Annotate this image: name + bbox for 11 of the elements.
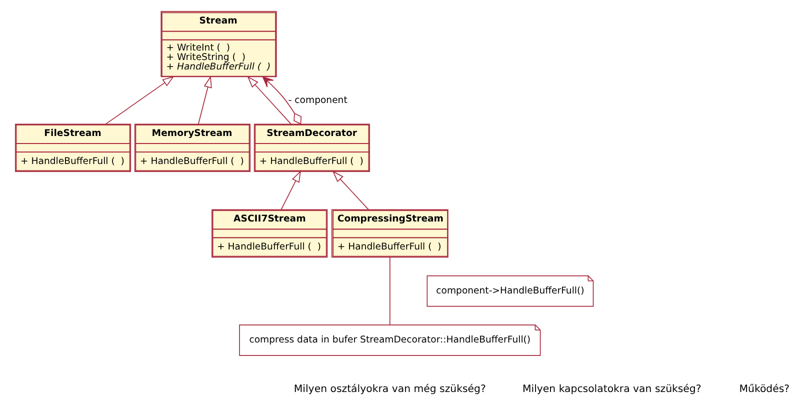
arrow <box>262 76 302 125</box>
arrow <box>197 76 212 124</box>
edge-label: - component <box>288 94 347 106</box>
arrow <box>332 170 369 210</box>
arrow <box>280 170 300 210</box>
label: Milyen kapcsolatokra van szükség? <box>522 384 701 395</box>
arrow <box>246 76 291 124</box>
arrow <box>104 76 174 124</box>
connector <box>388 256 390 326</box>
label: Működés? <box>738 384 790 395</box>
label: Milyen osztályokra van még szükség? <box>293 384 486 395</box>
